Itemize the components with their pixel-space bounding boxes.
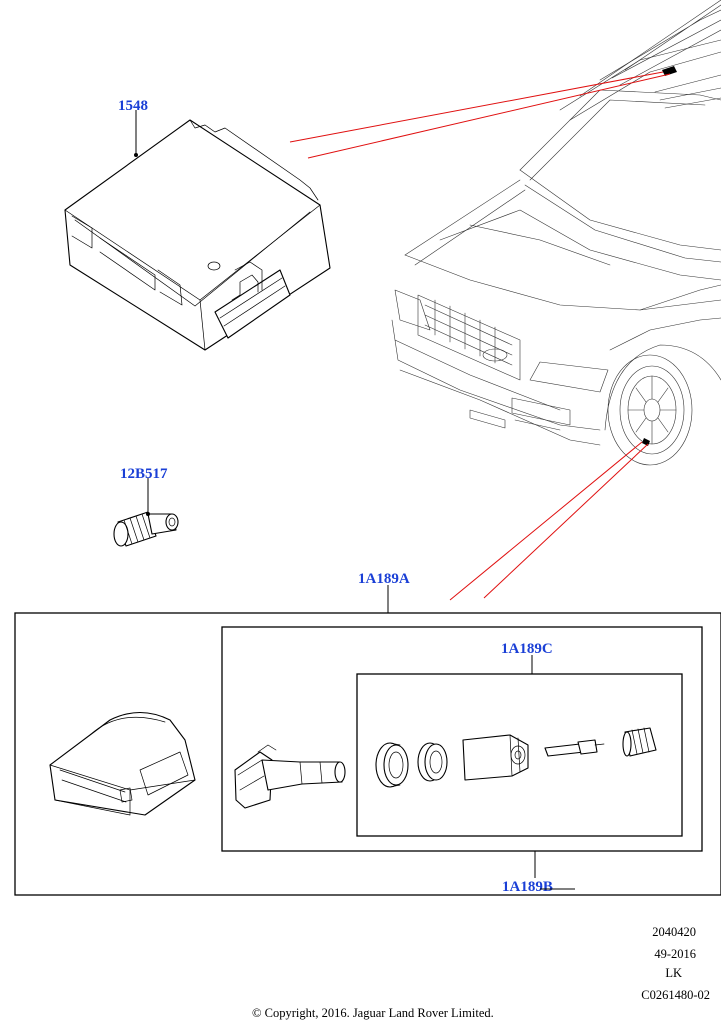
part-label-1a189b[interactable]: 1A189B xyxy=(502,879,553,895)
grommet[interactable] xyxy=(375,742,409,788)
info-line-1: 2040420 xyxy=(652,925,696,939)
tpms-sensor[interactable] xyxy=(49,712,196,816)
tpms-receiver-module[interactable] xyxy=(64,119,331,351)
info-line-2: 49-2016 xyxy=(654,947,696,961)
hex-nut[interactable] xyxy=(462,734,529,781)
callout-lines xyxy=(289,71,671,601)
sensor-assembly-frame xyxy=(221,626,703,852)
sensor-kit-frame xyxy=(14,612,721,896)
info-line-4: C0261480-02 xyxy=(641,988,710,1002)
service-kit-frame xyxy=(356,673,683,837)
part-label-1a189c[interactable]: 1A189C xyxy=(501,641,553,657)
info-line-3: LK xyxy=(665,966,682,980)
valve-core[interactable] xyxy=(544,739,605,757)
part-label-1548[interactable]: 1548 xyxy=(118,98,148,114)
copyright-notice: © Copyright, 2016. Jaguar Land Rover Lim… xyxy=(252,1006,494,1020)
valve-cap-kit[interactable] xyxy=(622,727,657,757)
valve-stem-sensor[interactable] xyxy=(234,744,346,809)
washer[interactable] xyxy=(417,742,448,782)
vehicle-illustration xyxy=(391,0,721,466)
drawing-info-block: 2040420 49-2016 LK C0261480-02 xyxy=(641,925,710,1002)
part-label-12b517[interactable]: 12B517 xyxy=(120,466,168,482)
part-label-1a189a[interactable]: 1A189A xyxy=(358,571,410,587)
valve-cap[interactable] xyxy=(113,511,179,547)
